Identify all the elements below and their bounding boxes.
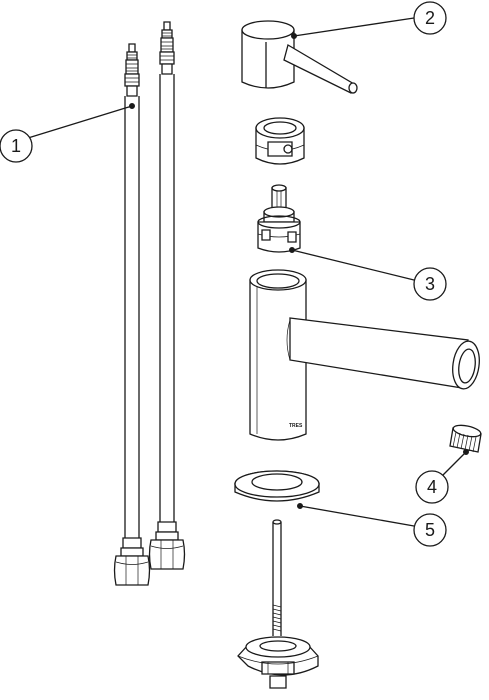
callout-number-3: 3 xyxy=(425,274,435,294)
lock-nut xyxy=(255,117,305,165)
callout-1: 1 xyxy=(0,129,33,163)
flex-hoses xyxy=(113,21,186,586)
hose-a xyxy=(113,43,151,586)
callout-number-5: 5 xyxy=(425,520,435,540)
callout-4: 4 xyxy=(415,470,449,504)
callout-5: 5 xyxy=(413,513,447,547)
handle xyxy=(241,20,358,94)
hose-b xyxy=(148,21,186,570)
callout-3: 3 xyxy=(413,267,447,301)
callout-2: 2 xyxy=(413,1,447,35)
brand-mark: TRES xyxy=(289,423,303,429)
spout-body: TRES xyxy=(249,269,480,441)
cartridge xyxy=(257,184,301,253)
callout-number-4: 4 xyxy=(427,477,437,497)
aerator xyxy=(449,424,482,453)
mounting-rod xyxy=(237,519,319,689)
callout-leaders xyxy=(27,17,469,527)
callout-number-2: 2 xyxy=(425,8,435,28)
base-ring xyxy=(234,470,320,502)
callout-number-1: 1 xyxy=(11,136,21,156)
